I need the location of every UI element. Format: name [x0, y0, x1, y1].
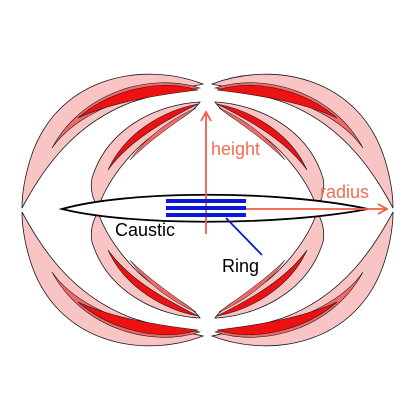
inner-lobe-dark	[107, 103, 199, 171]
height-label: height	[211, 139, 260, 159]
lobe-group-lower-left	[21, 211, 204, 347]
inner-lobe-light	[90, 101, 201, 209]
ring	[166, 199, 246, 217]
outer-lobe-dark	[77, 85, 199, 119]
lobe-group-upper-left	[21, 73, 205, 209]
radius-label: radius	[320, 182, 369, 202]
ring-label: Ring	[222, 256, 259, 276]
caustic-label: Caustic	[115, 220, 175, 240]
ring-pointer-line	[225, 217, 263, 256]
inner-lobe-mid	[129, 107, 197, 161]
